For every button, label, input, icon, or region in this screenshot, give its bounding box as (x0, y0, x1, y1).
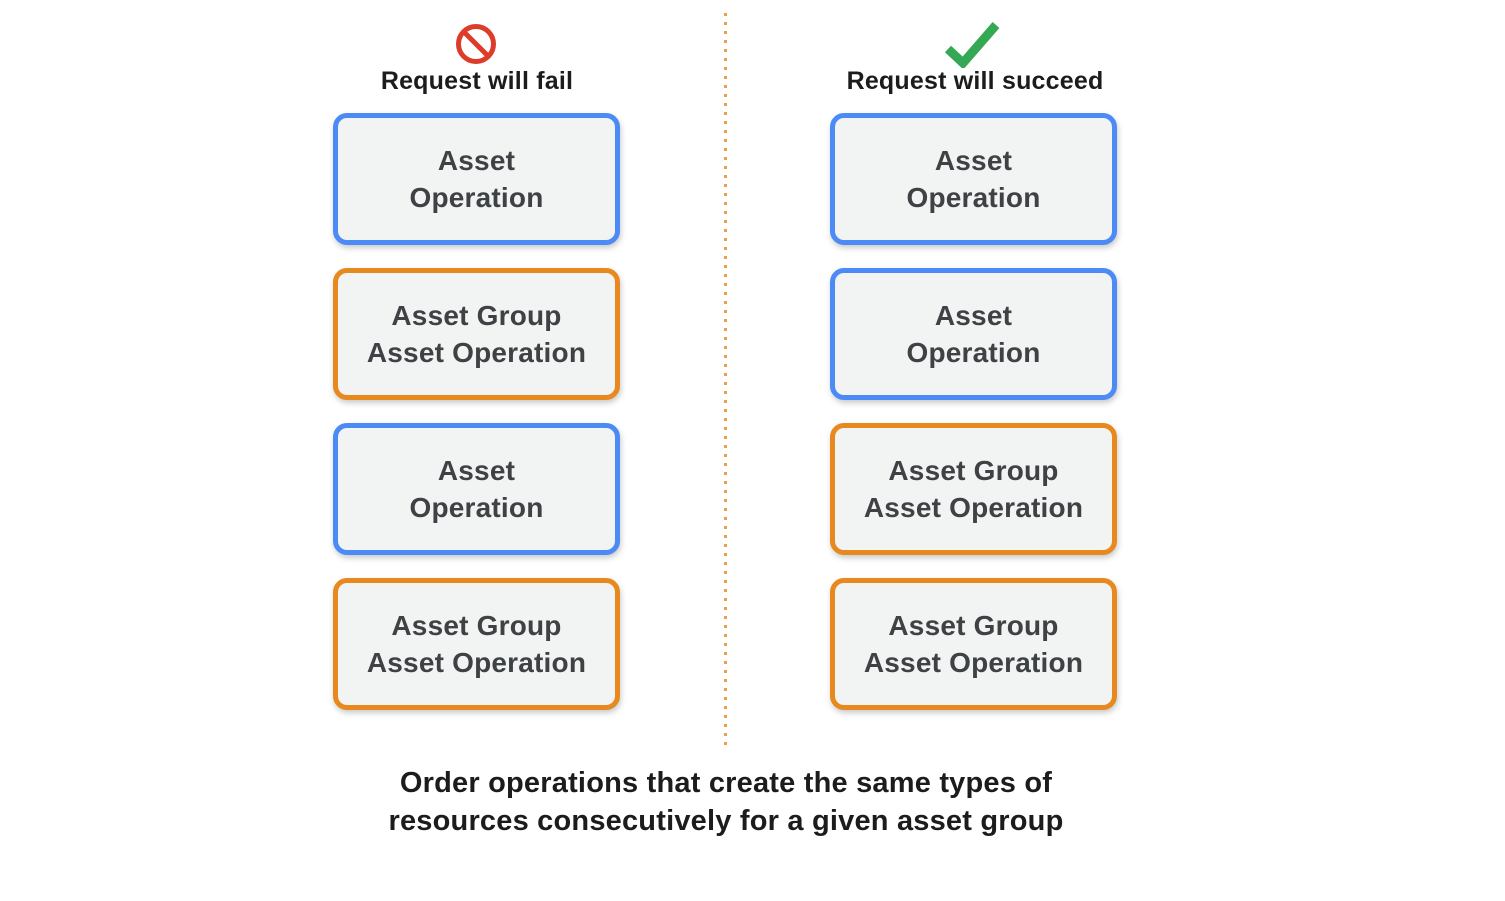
caption-line-2: resources consecutively for a given asse… (388, 805, 1064, 837)
succeed-column-heading: Request will succeed (846, 67, 1104, 95)
succeed-box-asset-operation-1: Asset Operation (830, 113, 1117, 245)
succeed-box-asset-operation-2: Asset Operation (830, 268, 1117, 400)
box-label-line: Asset Operation (863, 647, 1084, 678)
box-label-line: Operation (409, 492, 544, 523)
box-label-line: Asset Group (391, 610, 562, 641)
fail-box-asset-operation-2: Asset Operation (333, 423, 620, 555)
dotted-divider (724, 13, 727, 746)
fail-box-asset-operation-1: Asset Operation (333, 113, 620, 245)
box-label-line: Operation (906, 182, 1041, 213)
caption-line-1: Order operations that create the same ty… (399, 767, 1053, 799)
check-icon (943, 20, 1001, 73)
succeed-box-asset-group-asset-operation-1: Asset Group Asset Operation (830, 423, 1117, 555)
box-label-line: Operation (409, 182, 544, 213)
box-label-line: Operation (906, 337, 1041, 368)
diagram-caption: Order operations that create the same ty… (0, 764, 1452, 840)
fail-column-heading: Request will fail (380, 67, 574, 95)
box-label-line: Asset Operation (366, 647, 587, 678)
box-label-line: Asset (437, 455, 516, 486)
prohibition-icon (455, 23, 497, 70)
box-label-line: Asset Operation (863, 492, 1084, 523)
fail-box-asset-group-asset-operation-2: Asset Group Asset Operation (333, 578, 620, 710)
succeed-box-asset-group-asset-operation-2: Asset Group Asset Operation (830, 578, 1117, 710)
box-label-line: Asset (437, 145, 516, 176)
box-label-line: Asset Operation (366, 337, 587, 368)
box-label-line: Asset Group (888, 455, 1059, 486)
box-label-line: Asset Group (391, 300, 562, 331)
fail-box-asset-group-asset-operation-1: Asset Group Asset Operation (333, 268, 620, 400)
box-label-line: Asset (934, 145, 1013, 176)
box-label-line: Asset Group (888, 610, 1059, 641)
box-label-line: Asset (934, 300, 1013, 331)
